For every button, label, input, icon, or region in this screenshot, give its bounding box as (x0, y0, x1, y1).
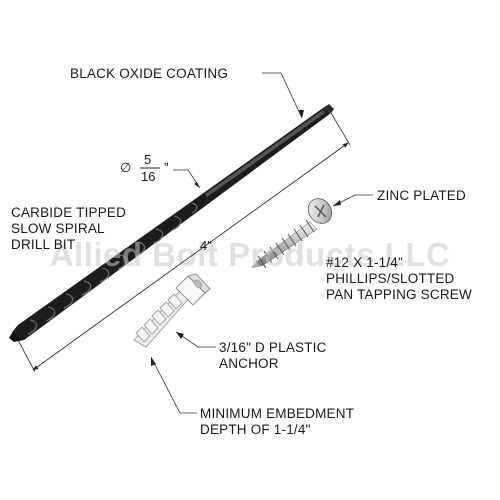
length-extension-left (17, 339, 36, 373)
zinc-arrow (333, 200, 341, 206)
anchor-ribs (135, 293, 183, 343)
zinc-label: ZINC PLATED (377, 188, 466, 203)
anchor-label-line1: 3/16" D PLASTIC (219, 340, 327, 355)
diameter-arrow (194, 182, 200, 188)
drill-bit-shank-highlight (205, 110, 325, 197)
drill-bit-label-line2: SLOW SPIRAL (11, 221, 105, 236)
length-dimension: 4" (17, 112, 351, 373)
diameter-numerator: 5 (144, 152, 151, 167)
callout-zinc: ZINC PLATED (332, 188, 466, 207)
drill-bit-label-line1: CARBIDE TIPPED (11, 205, 126, 220)
callout-coating: BLACK OXIDE COATING (70, 66, 304, 119)
drill-bit-label-line3: DRILL BIT (11, 237, 75, 252)
diameter-dimension: ∅ 5 16 " (120, 152, 201, 189)
callout-drill-bit: CARBIDE TIPPED SLOW SPIRAL DRILL BIT (11, 205, 126, 252)
length-dimension-line (32, 142, 349, 371)
anchor-label-line2: ANCHOR (219, 356, 279, 371)
diameter-symbol: ∅ (120, 160, 131, 175)
coating-leader (262, 72, 303, 119)
anchor-leader (175, 331, 216, 348)
diameter-leader (173, 169, 201, 189)
anchor-arrow (176, 332, 184, 339)
callout-embedment: MINIMUM EMBEDMENT DEPTH OF 1-1/4" (150, 356, 354, 437)
coating-label: BLACK OXIDE COATING (70, 66, 228, 81)
screw-label-line2: PHILLIPS/SLOTTED (326, 271, 455, 286)
callout-screw: #12 X 1-1/4" PHILLIPS/SLOTTED PAN TAPPIN… (326, 255, 472, 302)
plastic-anchor (133, 273, 211, 348)
embedment-label-line2: DEPTH OF 1-1/4" (200, 422, 311, 437)
callout-anchor: 3/16" D PLASTIC ANCHOR (175, 331, 327, 371)
embedment-arrow (151, 357, 156, 366)
screw-label-line3: PAN TAPPING SCREW (326, 287, 472, 302)
drill-bit-tip (9, 331, 24, 342)
diameter-denominator: 16 (141, 169, 155, 184)
length-value: 4" (200, 238, 212, 253)
length-extension-right (330, 112, 351, 146)
screw-label-line1: #12 X 1-1/4" (326, 255, 403, 270)
drill-bit-shank-end (323, 104, 334, 113)
coating-arrow (298, 110, 304, 118)
embedment-label-line1: MINIMUM EMBEDMENT (200, 406, 354, 421)
embedment-leader (150, 356, 197, 414)
diameter-unit: " (164, 160, 169, 175)
